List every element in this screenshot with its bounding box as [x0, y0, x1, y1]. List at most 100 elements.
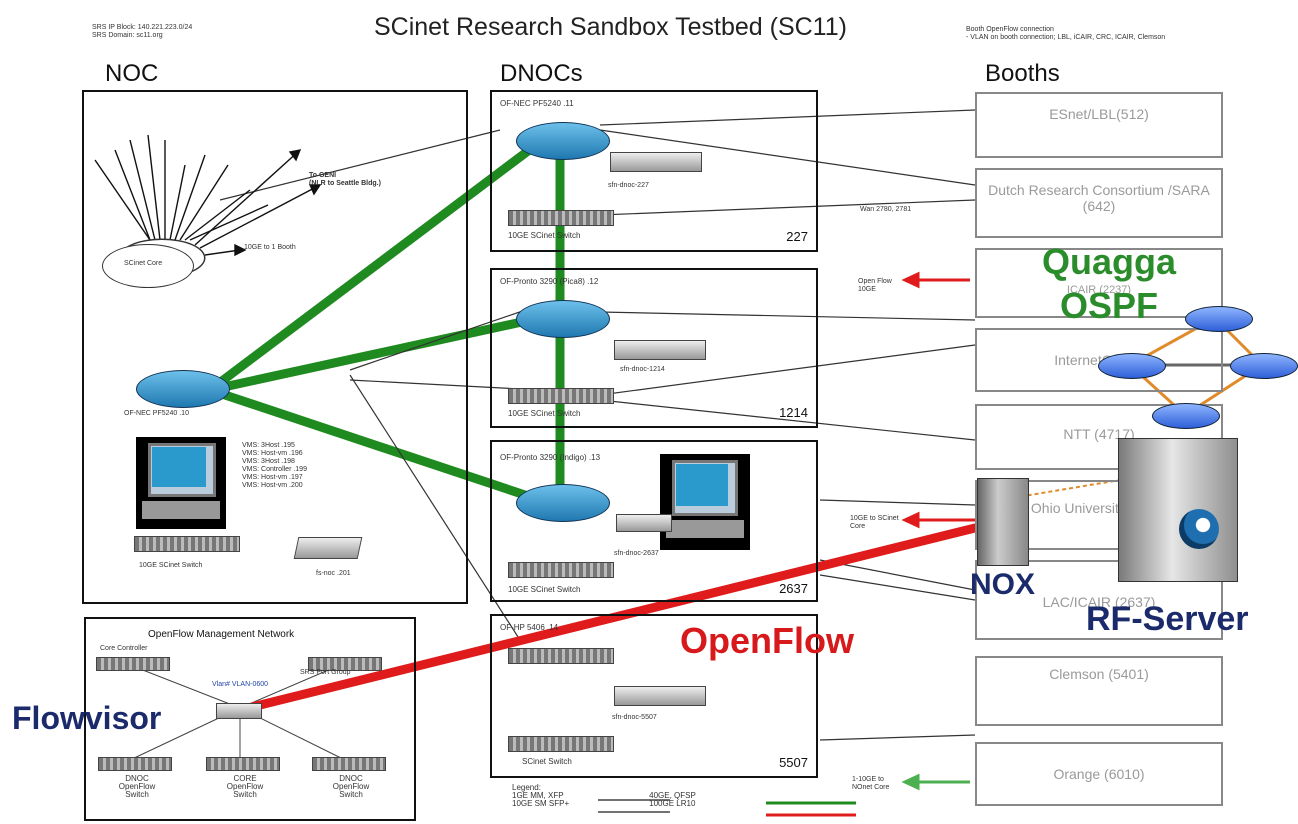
- noc-external-links: [94, 134, 322, 257]
- to-geni-label: To GENI (NLR to Seattle Bldg.): [309, 172, 409, 188]
- srs-port-label: SRS Port Group: [300, 669, 351, 676]
- dnoc-server-label: sfn-dnoc-5507: [612, 714, 657, 721]
- dnoc-title: OF-HP 5406 .14: [500, 623, 559, 632]
- vlan-label: Vlan# VLAN-0600: [212, 681, 269, 688]
- booth-note-1: Booth OpenFlow connection: [966, 26, 1054, 33]
- booths-header: Booths: [985, 60, 1060, 87]
- noc-switch-icon: [134, 536, 240, 552]
- to-geni-sub: (NLR to Seattle Bldg.): [309, 180, 381, 187]
- quagga-router-icon: [1185, 306, 1253, 332]
- dnoc-server-label: sfn-dnoc-2637: [614, 550, 659, 557]
- top-right-note: Booth OpenFlow connection - VLAN on boot…: [966, 26, 1266, 42]
- dnoc-number: 227: [786, 229, 808, 244]
- wan-label: Wan 2780, 2781: [860, 206, 912, 213]
- 1ge-booth-label: 1-10GE to NOnet Core: [852, 776, 890, 791]
- green-link-227: [205, 137, 545, 395]
- green-link-2637: [205, 385, 545, 505]
- dnoc-router-icon: [516, 300, 610, 338]
- noc-router-label: OF-NEC PF5240 .10: [124, 410, 189, 417]
- booth-internetcenter: InternetCenter: [975, 328, 1223, 392]
- core-controller-switch-icon: [96, 657, 170, 671]
- quagga-router-icon: [1152, 403, 1220, 429]
- diagram-title: SCinet Research Sandbox Testbed (SC11): [374, 13, 847, 41]
- dnoc-server-icon: [614, 340, 706, 360]
- dnoc-switch-icon: [508, 388, 614, 404]
- red-openflow-link: [235, 523, 980, 715]
- mgmt-switch-icon: [206, 757, 280, 771]
- quagga-router-icon: [1098, 353, 1166, 379]
- dnoc-server-label: sfn-dnoc-227: [608, 182, 649, 189]
- nox-label: NOX: [970, 568, 1036, 601]
- domain-note: SRS Domain: sc11.org: [92, 32, 163, 39]
- openflow-mgmt-network-box: OpenFlow Management Network Core Control…: [84, 617, 416, 821]
- core-controller-label: Core Controller: [100, 645, 148, 652]
- nox-rf-link: [999, 479, 1121, 501]
- dnoc-of-switch-icon: [508, 648, 614, 664]
- noc-header: NOC: [105, 60, 159, 87]
- dnoc-router-icon: [516, 484, 610, 522]
- dnoc-switch-icon: [508, 210, 614, 226]
- rf-server-icon: [1118, 438, 1238, 582]
- legend-item: 1GE MM, XFP: [512, 791, 564, 800]
- rf-server-label: RF-Server: [1086, 600, 1249, 638]
- host-2: VMS: Host-vm .196: [242, 450, 303, 457]
- noc-box: SCinet Core To GENI (NLR to Seattle Bldg…: [82, 90, 468, 604]
- green-arrow: [901, 773, 970, 791]
- dnoc-switch-label: 10GE SCinet Switch: [508, 585, 581, 594]
- booth-lac-icair: LAC/ICAIR (2637): [975, 560, 1223, 640]
- scinet-core-cloud: [102, 244, 194, 288]
- noc-server-label: fs-noc .201: [316, 570, 351, 577]
- dnoc-workstation-icon: [660, 454, 750, 550]
- openflow-label: OpenFlow: [680, 620, 854, 661]
- dnoc-number: 5507: [779, 755, 808, 770]
- legend-title: Legend:: [512, 783, 541, 792]
- dnoc-title: OF-Pronto 3290 (Indigo) .13: [500, 453, 601, 462]
- thin-links: [219, 109, 976, 741]
- nox-server-icon: [977, 478, 1029, 566]
- booth-icair: ICAIR (2237): [975, 248, 1223, 318]
- host-1: VMS: 3Host .195: [242, 442, 295, 449]
- host-5: VMS: Host-vm .197: [242, 474, 303, 481]
- dnoc-number: 2637: [779, 581, 808, 596]
- booth-ntt: NTT (4717): [975, 404, 1223, 470]
- dnoc-box-5507: OF-HP 5406 .14 sfn-dnoc-5507 SCinet Swit…: [490, 614, 818, 778]
- noc-host-list: VMS: 3Host .195 VMS: Host-vm .196 VMS: 3…: [242, 442, 352, 490]
- mgmt-switch-label: DNOC OpenFlow Switch: [118, 774, 156, 799]
- cloud-label: SCinet Core: [124, 260, 163, 267]
- red-arrows: [901, 271, 975, 529]
- dnoc-box-1214: OF-Pronto 3290 (Pica8) .12 sfn-dnoc-1214…: [490, 268, 818, 428]
- dnoc-server-icon: [614, 686, 706, 706]
- legend-item: 40GE, QFSP: [649, 791, 696, 800]
- 10ge-scinet-label: 10GE to SCinet Core: [850, 515, 899, 530]
- noc-router-icon: [136, 370, 230, 408]
- ospf-label: OSPF: [1060, 285, 1159, 326]
- dnoc-router-icon: [516, 122, 610, 160]
- srs-port-switch-icon: [308, 657, 382, 671]
- ip-block-note: SRS IP Block: 140.221.223.0/24: [92, 24, 193, 31]
- dnoc-switch-label: SCinet Switch: [522, 757, 572, 766]
- noc-server-icon: [293, 537, 363, 559]
- flowvisor-server-icon: [216, 703, 262, 719]
- dnoc-server-icon: [610, 152, 702, 172]
- dnoc-switch-icon: [508, 562, 614, 578]
- flowvisor-label: Flowvisor: [12, 700, 162, 736]
- dnoc-box-2637: OF-Pronto 3290 (Indigo) .13 sfn-dnoc-263…: [490, 440, 818, 602]
- mgmt-switch-label: CORE OpenFlow Switch: [226, 774, 264, 799]
- dnoc-server-label: sfn-dnoc-1214: [620, 366, 665, 373]
- dnoc-switch-icon: [508, 736, 614, 752]
- dnoc-number: 1214: [779, 405, 808, 420]
- host-4: VMS: Controller .199: [242, 466, 307, 473]
- mgmt-switch-label: DNOC OpenFlow Switch: [332, 774, 370, 799]
- quagga-label: Quagga: [1042, 241, 1177, 282]
- quagga-ospf-label: Quagga OSPF: [1042, 240, 1176, 328]
- rf-logo: [1179, 509, 1219, 549]
- noc-switch-label: 10GE SCinet Switch: [139, 562, 203, 569]
- dnoc-switch-label: 10GE SCinet Switch: [508, 409, 581, 418]
- noc-workstation-icon: [136, 437, 226, 529]
- dnoc-title: OF-Pronto 3290 (Pica8) .12: [500, 277, 599, 286]
- quagga-router-icon: [1230, 353, 1298, 379]
- top-left-note: SRS IP Block: 140.221.223.0/24 SRS Domai…: [92, 24, 292, 40]
- dnoc-box-227: OF-NEC PF5240 .11 sfn-dnoc-227 10GE SCin…: [490, 90, 818, 252]
- legend: Legend: 1GE MM, XFP 10GE SM SFP+ 40GE, Q…: [512, 784, 696, 808]
- dnoc-switch-label: 10GE SCinet Switch: [508, 231, 581, 240]
